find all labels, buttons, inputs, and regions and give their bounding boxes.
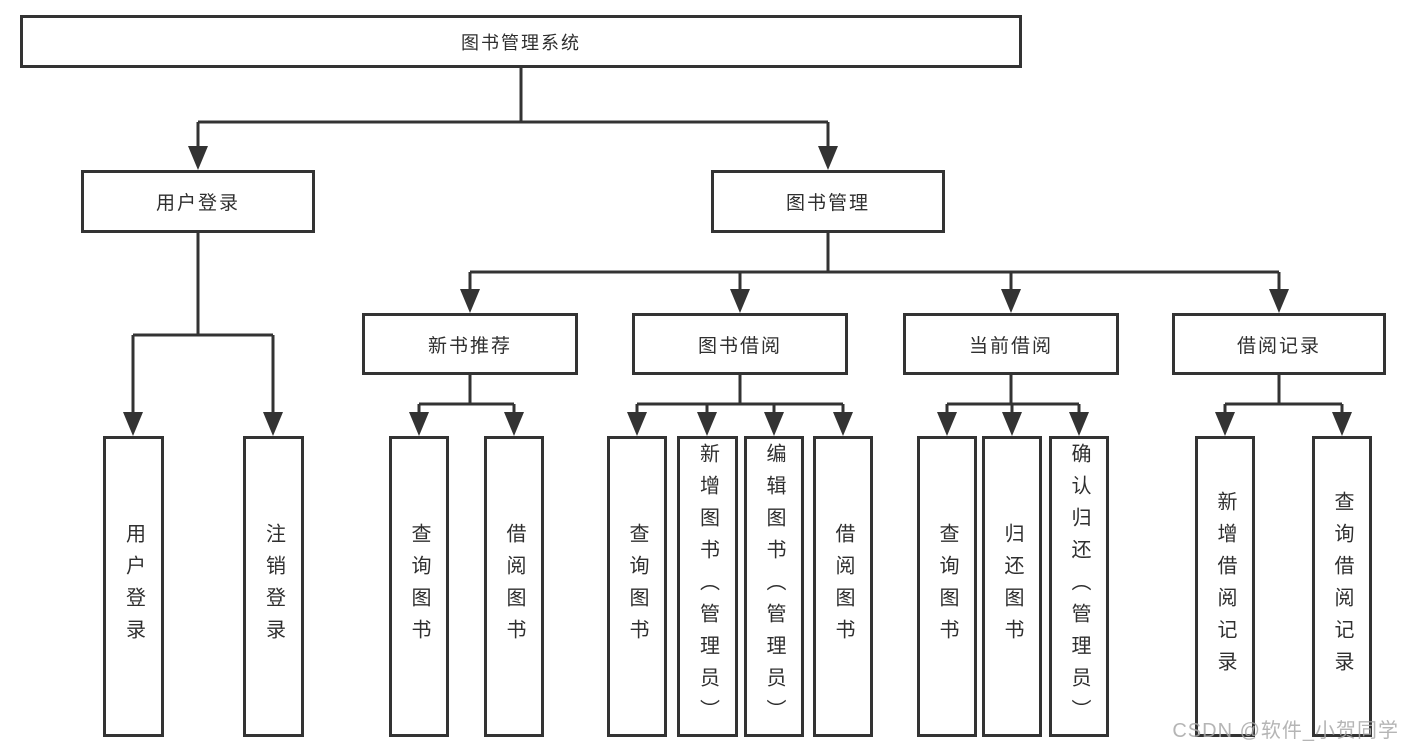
leaf-bb-query-books: 查询图书 [607, 436, 667, 737]
leaf-bb-add-books-admin: 新增图书（管理员） [677, 436, 738, 737]
leaf-cb-confirm-return-admin: 确认归还（管理员） [1049, 436, 1109, 737]
node-book-borrow: 图书借阅 [632, 313, 848, 375]
leaf-cb-query-books: 查询图书 [917, 436, 977, 737]
node-user-login: 用户登录 [81, 170, 315, 233]
node-current-borrow: 当前借阅 [903, 313, 1119, 375]
csdn-watermark: CSDN @软件_小贺同学 [1172, 720, 1399, 742]
leaf-logout: 注销登录 [243, 436, 304, 737]
leaf-user-login: 用户登录 [103, 436, 164, 737]
node-borrow-records: 借阅记录 [1172, 313, 1386, 375]
leaf-bb-edit-books-admin: 编辑图书（管理员） [744, 436, 804, 737]
leaf-cb-return-books: 归还图书 [982, 436, 1042, 737]
leaf-nbr-query-books: 查询图书 [389, 436, 449, 737]
node-book-management: 图书管理 [711, 170, 945, 233]
leaf-br-add-record: 新增借阅记录 [1195, 436, 1255, 737]
node-new-book-recommend: 新书推荐 [362, 313, 578, 375]
leaf-nbr-borrow-books: 借阅图书 [484, 436, 544, 737]
node-system-root: 图书管理系统 [20, 15, 1022, 68]
leaf-bb-borrow-books: 借阅图书 [813, 436, 873, 737]
leaf-br-query-record: 查询借阅记录 [1312, 436, 1372, 737]
